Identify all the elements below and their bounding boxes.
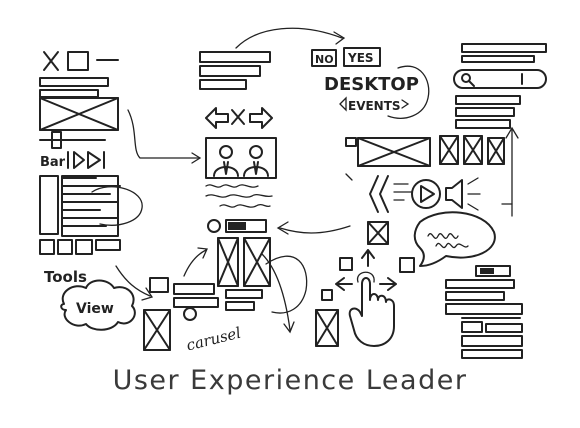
page-caption: User Experience Leader xyxy=(112,365,468,396)
image-placeholder xyxy=(39,97,119,131)
bar-label: Bar xyxy=(40,155,66,170)
desktop-label: DESKTOP xyxy=(324,74,419,95)
arrow-left-icon xyxy=(205,107,229,129)
u-right-column xyxy=(183,51,277,287)
search-field xyxy=(453,69,547,89)
cloud-icon xyxy=(60,279,136,331)
profile-card xyxy=(205,137,277,179)
search-icon xyxy=(461,73,475,87)
play-icon xyxy=(67,151,105,169)
svg-text:YES: YES xyxy=(347,51,374,65)
hand-pointer-icon xyxy=(348,271,395,347)
speech-bubble-icon xyxy=(413,211,496,267)
play-button-icon xyxy=(411,179,441,209)
no-button xyxy=(311,49,337,67)
tools-label: Tools xyxy=(44,268,87,286)
speaker-icon xyxy=(445,177,481,211)
x-letter: NO YES DESKTOP EVENTS xyxy=(276,43,547,359)
u-bottom-curve: carusel xyxy=(115,265,263,355)
events-label: EVENTS xyxy=(348,99,401,113)
close-icon xyxy=(43,51,59,71)
carusel-label: carusel xyxy=(185,324,243,355)
yes-button xyxy=(343,47,381,67)
arrow-right-icon xyxy=(249,107,273,129)
u-left-column: Bar xyxy=(39,51,143,255)
view-label: View xyxy=(76,301,114,317)
svg-text:NO: NO xyxy=(315,53,334,66)
